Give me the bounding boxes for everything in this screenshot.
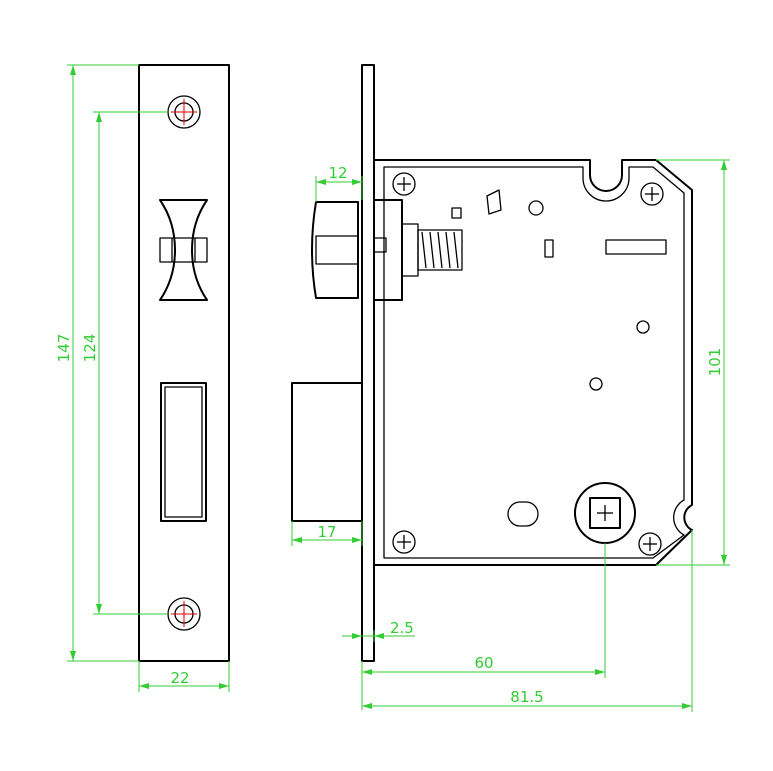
latch-bolt <box>311 199 463 301</box>
deadbolt-opening <box>160 382 207 522</box>
case-screw-icon <box>640 182 664 206</box>
case-screw-icon <box>392 530 416 554</box>
dimension-label-81-5: 81.5 <box>510 688 543 706</box>
faceplate-front-view <box>138 64 230 662</box>
dimension-label-147: 147 <box>55 334 73 363</box>
case-screw-icon <box>638 532 662 556</box>
dimension-label-12: 12 <box>328 164 347 182</box>
internal-mechanism <box>451 189 667 527</box>
dimension-lines <box>67 64 730 712</box>
dimension-label-22: 22 <box>170 669 189 687</box>
case-screw-icon <box>392 172 416 196</box>
top-screw-icon <box>167 95 201 129</box>
dimension-label-2-5: 2.5 <box>390 619 414 637</box>
dimension-label-101: 101 <box>706 348 724 377</box>
dimension-label-17: 17 <box>317 523 336 541</box>
lock-body-side-view <box>291 64 693 662</box>
spindle-follower <box>574 482 636 544</box>
dimension-label-124: 124 <box>81 334 99 363</box>
dimension-label-60: 60 <box>474 654 493 672</box>
bottom-screw-icon <box>167 597 201 631</box>
latch-opening <box>159 199 208 301</box>
deadbolt <box>291 382 363 522</box>
